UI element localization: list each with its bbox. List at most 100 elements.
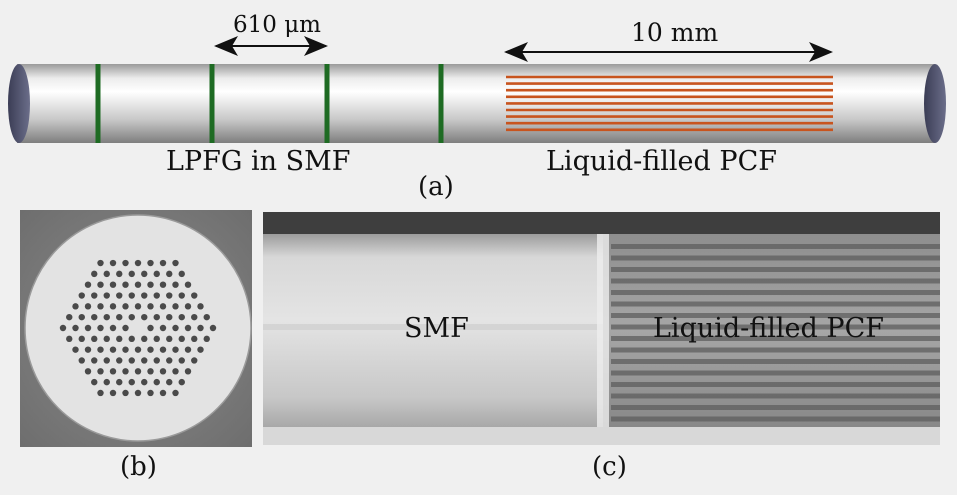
air-hole [153, 378, 160, 386]
air-hole [103, 270, 110, 278]
air-hole [172, 346, 179, 353]
air-hole [84, 281, 92, 288]
air-hole [72, 346, 79, 353]
air-hole [122, 389, 129, 397]
caption-a: (a) [418, 172, 454, 202]
pcf-label-c: Liquid-filled PCF [653, 313, 884, 344]
air-hole [84, 303, 92, 310]
air-hole [91, 335, 98, 343]
air-hole [116, 292, 123, 299]
air-hole [134, 346, 142, 353]
air-hole [72, 324, 79, 332]
air-hole [178, 335, 185, 343]
pcf-length-label: 10 mm [631, 18, 719, 47]
air-hole [109, 259, 117, 267]
pcf-stripe [611, 382, 940, 387]
air-hole [172, 389, 179, 397]
air-hole [59, 324, 67, 332]
air-hole [166, 292, 173, 299]
air-hole [141, 313, 148, 321]
air-hole [103, 357, 110, 364]
air-hole [166, 335, 173, 343]
air-hole [191, 292, 198, 299]
air-hole [203, 313, 210, 321]
air-hole [184, 303, 192, 310]
lpfg-spacing-label: 610 μm [233, 12, 321, 38]
pcf-label-a: Liquid-filled PCF [546, 146, 777, 177]
air-hole [116, 335, 123, 343]
air-hole [116, 357, 123, 364]
air-hole [147, 346, 154, 353]
air-hole [84, 368, 92, 375]
air-hole [122, 346, 129, 353]
air-hole [178, 270, 185, 278]
grating-line [95, 64, 101, 143]
air-hole [203, 335, 210, 343]
air-hole [134, 368, 142, 375]
air-hole [191, 335, 198, 343]
fiber-right-end [924, 64, 946, 143]
air-hole [159, 346, 167, 353]
pcf-stripe [611, 267, 940, 272]
air-hole [153, 270, 160, 278]
air-hole [122, 368, 129, 375]
pcf-stripe [611, 336, 940, 341]
pcf-stripe [611, 347, 940, 353]
air-hole [78, 313, 85, 321]
air-hole [128, 313, 135, 321]
caption-b: (b) [120, 452, 157, 482]
air-hole [66, 335, 73, 343]
air-hole [153, 335, 160, 343]
air-hole [116, 313, 123, 321]
air-hole [103, 292, 110, 299]
air-hole [159, 259, 167, 267]
air-hole [116, 378, 123, 386]
air-hole [172, 303, 179, 310]
air-hole [122, 259, 129, 267]
air-hole [109, 303, 117, 310]
air-hole [141, 335, 148, 343]
air-hole [153, 357, 160, 364]
air-hole [109, 281, 117, 288]
air-hole [103, 378, 110, 386]
air-hole [103, 335, 110, 343]
air-hole [97, 259, 104, 267]
pcf-stripe [611, 301, 940, 307]
pcf-hole-lines [506, 75, 833, 132]
air-hole [172, 259, 179, 267]
air-hole [159, 281, 167, 288]
caption-c: (c) [592, 452, 627, 482]
air-hole [191, 357, 198, 364]
air-hole [159, 389, 167, 397]
pcf-stripe [611, 393, 940, 399]
air-hole [153, 313, 160, 321]
pcf-stripe [611, 324, 940, 330]
smf-label: SMF [404, 313, 469, 344]
pcf-air-holes [59, 259, 217, 397]
pcf-stripe [611, 359, 940, 364]
air-hole [147, 324, 154, 332]
air-hole [166, 378, 173, 386]
grating-line [438, 64, 444, 143]
pcf-stripe [611, 416, 940, 422]
air-hole [78, 335, 85, 343]
pcf-stripe [611, 255, 940, 261]
air-hole [97, 389, 104, 397]
air-hole [197, 324, 204, 332]
air-hole [103, 313, 110, 321]
air-hole [109, 346, 117, 353]
air-hole [172, 368, 179, 375]
air-hole [134, 281, 142, 288]
air-hole [159, 368, 167, 375]
air-hole [91, 292, 98, 299]
air-hole [153, 292, 160, 299]
air-hole [91, 378, 98, 386]
air-hole [178, 313, 185, 321]
air-hole [72, 303, 79, 310]
pcf-stripe [611, 313, 940, 318]
air-hole [78, 357, 85, 364]
air-hole [116, 270, 123, 278]
air-hole [134, 389, 142, 397]
air-hole [109, 368, 117, 375]
air-hole [97, 368, 104, 375]
